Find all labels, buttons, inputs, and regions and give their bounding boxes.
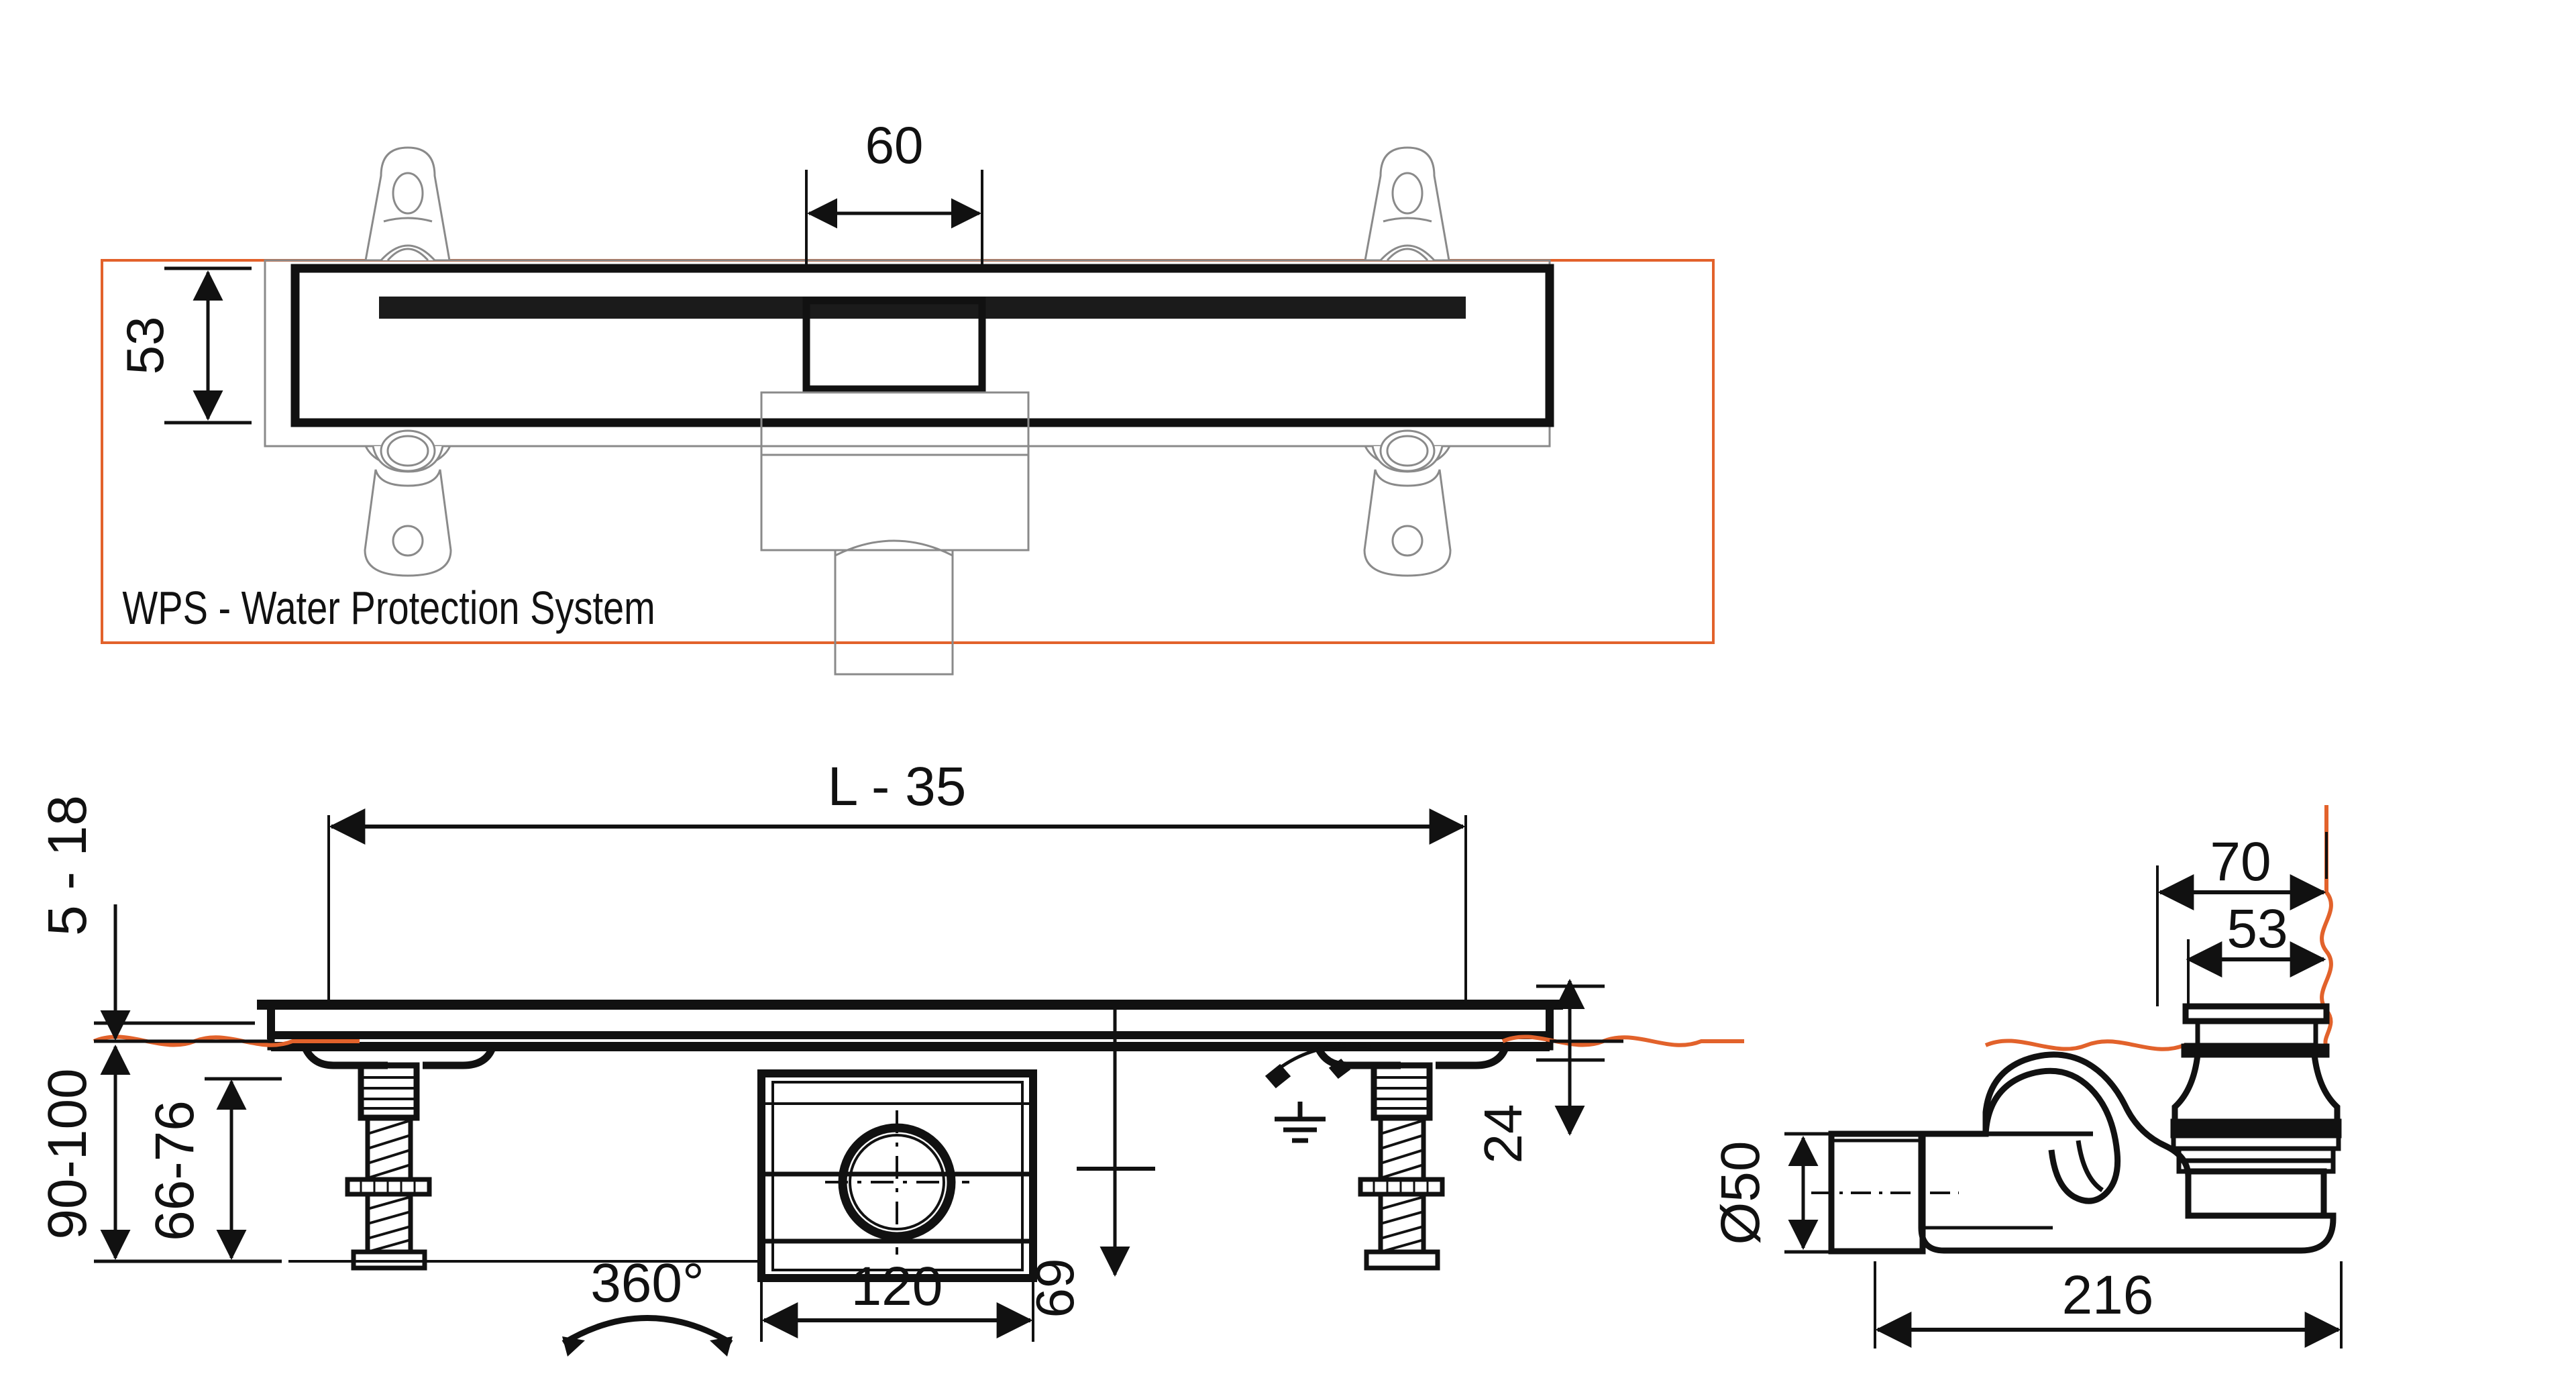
dimension-width-120: 120 — [760, 1249, 1034, 1342]
mounting-bracket-top-right — [1364, 146, 1450, 262]
dimension-label-360: 360° — [590, 1253, 704, 1314]
dimension-label-53-top: 53 — [115, 317, 174, 375]
dimension-height-90-100: 90-100 — [37, 1044, 282, 1263]
dimension-width-60: 60 — [805, 115, 983, 268]
dimension-label-120: 120 — [851, 1256, 943, 1317]
rotation-arrow-left — [562, 1336, 585, 1357]
rotation-arc-icon — [561, 1315, 733, 1346]
dimension-label-53-trap: 53 — [2226, 898, 2288, 959]
wps-label: WPS - Water Protection System — [122, 582, 655, 634]
rotation-360-annotation: 360° — [561, 1253, 733, 1357]
earth-ground-icon — [1265, 1043, 1371, 1143]
drain-body-box — [757, 1069, 1037, 1282]
dimension-label-60: 60 — [865, 115, 924, 174]
dimension-label-216: 216 — [2062, 1265, 2154, 1326]
adjustable-foot-left — [302, 1046, 496, 1271]
dimension-label-5-18: 5 - 18 — [37, 795, 98, 936]
dimension-width-70: 70 — [2156, 831, 2328, 1006]
mounting-bracket-top-left — [364, 146, 451, 262]
trap-cap-assembly — [2170, 1003, 2342, 1219]
dimension-height-69: 69 — [1025, 1000, 1155, 1318]
dimension-diameter-50: Ø50 — [1710, 1132, 1839, 1254]
trap-wall-break-line — [2320, 891, 2333, 1048]
dimension-height-5-18: 5 - 18 — [37, 795, 255, 1041]
section-view: L - 35 5 - 18 90-100 66-76 24 — [37, 756, 1744, 1357]
mounting-bracket-bottom-left — [364, 429, 452, 577]
channel-outer-wall — [267, 1010, 1554, 1039]
outlet-opening — [802, 297, 986, 393]
mounting-bracket-bottom-right — [1363, 429, 1452, 577]
mounting-bracket-group — [364, 146, 1452, 577]
dimension-width-53: 53 — [2186, 898, 2326, 1006]
dimension-label-d50: Ø50 — [1710, 1141, 1771, 1245]
trap-detail-view: 70 53 Ø50 216 — [1710, 805, 2343, 1349]
grate-frame — [290, 264, 1554, 427]
dimension-label-66-76: 66-76 — [144, 1100, 205, 1241]
rotation-arrow-right — [710, 1336, 733, 1357]
dimension-height-24: 24 — [1473, 978, 1605, 1164]
outlet-pipe-stub — [760, 391, 1030, 676]
flange-top-plate — [257, 1000, 1563, 1010]
dimension-length-L35: L - 35 — [327, 756, 1467, 1003]
front-elevation-view: 60 53 WPS - Water Protection System — [101, 115, 1715, 676]
dimension-length-216: 216 — [1874, 1261, 2343, 1349]
dimension-height-53: 53 — [115, 266, 252, 425]
dimension-label-90-100: 90-100 — [37, 1068, 98, 1239]
dimension-label-69: 69 — [1025, 1259, 1085, 1318]
dimension-label-70: 70 — [2210, 831, 2271, 892]
dimension-label-24: 24 — [1473, 1104, 1533, 1164]
dimension-label-L-35: L - 35 — [828, 756, 967, 817]
trap-wavy-break-line — [1984, 1039, 2234, 1051]
trap-body — [1811, 1051, 2337, 1255]
dimension-height-66-76: 66-76 — [144, 1077, 282, 1261]
